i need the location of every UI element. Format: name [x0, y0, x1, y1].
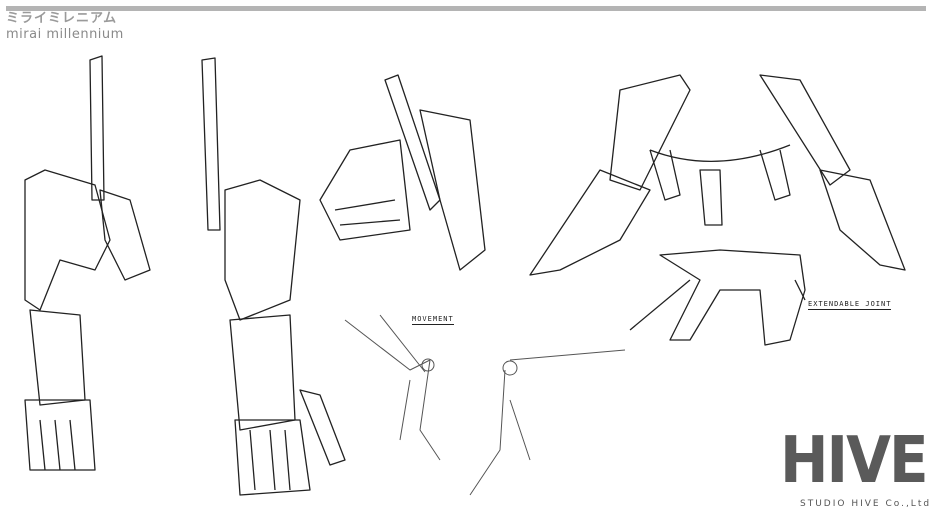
movement-label: MOVEMENT — [412, 315, 454, 325]
arm-sketch-side — [201, 57, 346, 496]
logo-english: mirai millennium — [6, 27, 124, 42]
extendable-joint-label: EXTENDABLE JOINT — [808, 300, 892, 310]
wing-arms-sketch — [529, 74, 906, 276]
header-bar — [6, 6, 926, 11]
extendable-joint-sketch — [629, 249, 806, 346]
logo-japanese: ミライミレニアム — [6, 11, 118, 26]
studio-hive-subtitle: STUDIO HIVE Co.,Ltd. — [800, 499, 930, 509]
movement-figure-sketches — [344, 314, 626, 496]
arm-sketch-front — [24, 55, 151, 471]
studio-hive-logo: HIVE — [780, 422, 929, 498]
hand-sketch — [319, 74, 486, 271]
